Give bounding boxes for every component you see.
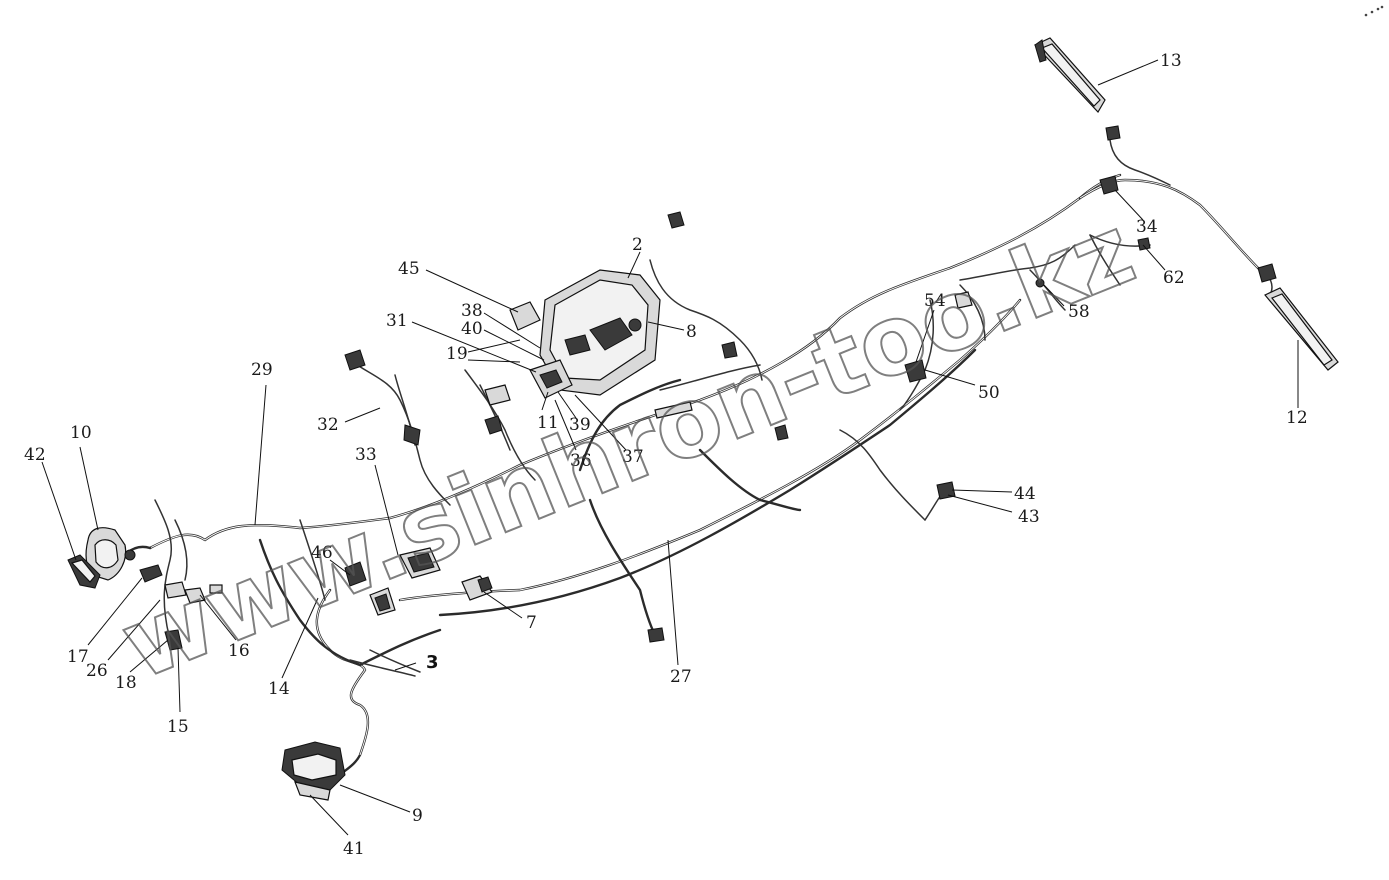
callout-18: 18 <box>115 673 137 693</box>
harness-main <box>123 139 1273 777</box>
callout-2: 2 <box>632 235 643 255</box>
callout-15: 15 <box>167 717 189 737</box>
connector-34 <box>1099 125 1277 283</box>
callout-62: 62 <box>1163 268 1185 288</box>
connector-43-44 <box>936 481 956 500</box>
rear-lamp-13 <box>1033 37 1106 113</box>
callout-29: 29 <box>251 360 273 380</box>
callout-8: 8 <box>686 322 697 342</box>
ecu-block-2 <box>509 269 661 396</box>
callout-44: 44 <box>1014 484 1036 504</box>
callout-41: 41 <box>343 839 365 859</box>
fusebox-33 <box>399 547 441 579</box>
callout-37: 37 <box>622 447 644 467</box>
corner-dots <box>1364 5 1384 17</box>
callout-50: 50 <box>978 383 1000 403</box>
headlamp-left-10 <box>85 527 136 581</box>
callout-46: 46 <box>311 543 333 563</box>
callouts: 13 12 2 8 45 38 31 40 19 11 39 36 37 32 … <box>24 51 1308 859</box>
callout-32: 32 <box>317 415 339 435</box>
callout-27: 27 <box>670 667 692 687</box>
lamp-lower-9-41 <box>281 741 346 801</box>
callout-7: 7 <box>526 613 537 633</box>
lamp-42 <box>67 554 101 589</box>
callout-14: 14 <box>268 679 290 699</box>
callout-12: 12 <box>1286 408 1308 428</box>
callout-3: 3 <box>426 652 439 673</box>
sensor-7 <box>461 575 493 601</box>
watermark-text: www.sinhron-too.kz <box>107 193 1149 701</box>
sensor-58 <box>1035 237 1151 288</box>
relay-cluster-11-39 <box>484 359 573 435</box>
callout-38: 38 <box>461 301 483 321</box>
connector-8 <box>667 211 789 441</box>
callout-13: 13 <box>1160 51 1182 71</box>
callout-45: 45 <box>398 259 420 279</box>
callout-19: 19 <box>446 344 468 364</box>
callout-43: 43 <box>1018 507 1040 527</box>
callout-31: 31 <box>386 311 408 331</box>
callout-54: 54 <box>924 291 946 311</box>
relay-46 <box>344 561 396 616</box>
callout-33: 33 <box>355 445 377 465</box>
connector-cluster-17-26-18 <box>139 564 223 651</box>
callout-11: 11 <box>537 413 559 433</box>
callout-9: 9 <box>412 806 423 826</box>
callout-34: 34 <box>1136 217 1158 237</box>
connector-27-branch <box>647 401 693 643</box>
callout-36: 36 <box>570 451 592 471</box>
rear-lamp-12 <box>1264 287 1339 371</box>
callout-42: 42 <box>24 445 46 465</box>
callout-40: 40 <box>461 319 483 339</box>
callout-58: 58 <box>1068 302 1090 322</box>
callout-16: 16 <box>228 641 250 661</box>
connectors-32 <box>344 349 421 446</box>
callout-10: 10 <box>70 423 92 443</box>
callout-17: 17 <box>67 647 89 667</box>
callout-39: 39 <box>569 415 591 435</box>
callout-26: 26 <box>86 661 108 681</box>
leader-lines <box>41 59 1299 836</box>
